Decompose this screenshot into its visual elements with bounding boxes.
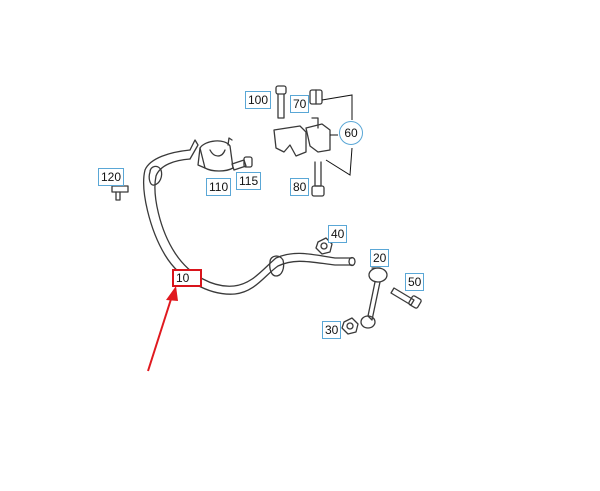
callout-30[interactable]: 30 [322,321,342,339]
bracket-assembly-60 [273,117,331,157]
bracket-110 [197,137,234,172]
callout-50[interactable]: 50 [405,273,425,291]
link-rod-20 [360,267,388,329]
callout-100[interactable]: 100 [245,91,272,109]
callout-40[interactable]: 40 [328,225,348,243]
bolt-115 [231,156,253,171]
leader-lines [321,94,353,176]
callout-10[interactable]: 10 [172,269,202,287]
callout-60[interactable]: 60 [339,121,363,145]
callout-115[interactable]: 115 [236,172,262,190]
bolt-80 [311,161,325,197]
bolt-50 [390,287,422,309]
bolt-120 [111,185,129,201]
callout-20[interactable]: 20 [370,249,390,267]
callout-70[interactable]: 70 [290,95,310,113]
callout-110[interactable]: 110 [206,178,232,196]
nut-30 [341,317,359,335]
nut-40 [315,237,333,255]
callout-120[interactable]: 120 [98,168,125,186]
red-arrow [147,286,178,372]
bolt-100 [275,85,287,119]
nut-70 [309,89,323,105]
callout-80[interactable]: 80 [290,178,310,196]
